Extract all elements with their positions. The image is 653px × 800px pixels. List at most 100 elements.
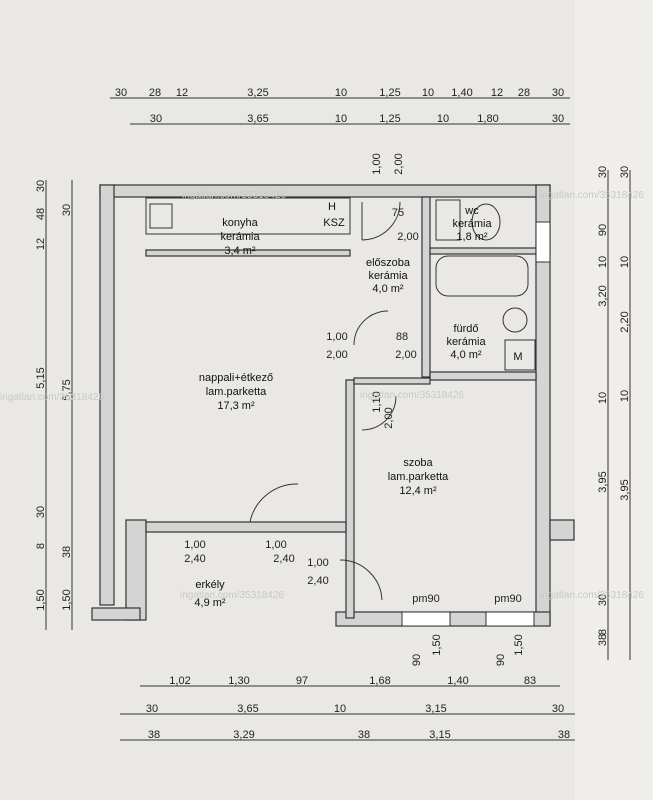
dimension-label: 28 [149, 87, 161, 99]
dimension-label: 10 [619, 390, 631, 402]
door-dim: 1,00 [265, 539, 286, 551]
wall-bath [421, 196, 431, 378]
door-swing-szoba-balcony [339, 559, 383, 601]
door-dim: 1,00 [307, 557, 328, 569]
dimension-label: 1,50 [35, 589, 47, 610]
room-floor-eloszoba: kerámia [368, 270, 408, 282]
dimension-label: 10 [437, 113, 449, 125]
dims-left-col-2: 30 5,75 38 1,50 [61, 204, 73, 611]
dimension-label: 30 [597, 594, 609, 606]
dimension-label: 38 [558, 729, 570, 741]
dimension-lines [45, 97, 631, 741]
door-dim: 88 [396, 331, 408, 343]
sill-dim: 90 [411, 654, 423, 666]
dimension-label: 97 [296, 675, 308, 687]
washing-machine [504, 339, 536, 371]
dimension-label: 10 [335, 87, 347, 99]
dimension-label: 1,80 [477, 113, 498, 125]
dimension-label: 10 [422, 87, 434, 99]
dimension-label: 10 [335, 113, 347, 125]
watermark: ingatlan.com/35318426 [0, 392, 104, 403]
dimension-label: 30 [552, 87, 564, 99]
door-dim: 2,00 [383, 407, 395, 428]
dimension-label: 38 [61, 546, 73, 558]
door-swing-balcony [249, 483, 299, 523]
dimension-label: 1,40 [451, 87, 472, 99]
dimension-label: 30 [61, 204, 73, 216]
wall-balcony-sep [145, 521, 347, 533]
wall-kitchen [145, 249, 351, 257]
dimension-label: 10 [334, 703, 346, 715]
sill-dim: 1,50 [431, 634, 443, 655]
dimension-label: 3,65 [247, 113, 268, 125]
wall-wc-sep [429, 247, 537, 255]
dims-right-col-2: 30 10 2,20 10 3,95 [619, 166, 631, 501]
dimension-label: 1,50 [61, 589, 73, 610]
watermark: ingatlan.com/35318426 [360, 390, 464, 401]
dimension-label: 5,75 [61, 379, 73, 400]
dimension-label: 30 [552, 703, 564, 715]
door-dim: 2,40 [184, 553, 205, 565]
door-dim: 2,00 [395, 349, 416, 361]
wall-left-lower [125, 519, 147, 621]
room-area-furdo: 4,0 m² [450, 349, 482, 361]
window-wc [535, 221, 551, 263]
dimension-label: 8 [597, 629, 609, 635]
dimension-label: 3,29 [233, 729, 254, 741]
dimension-label: 38 [148, 729, 160, 741]
wall-bath-bottom [429, 371, 537, 381]
room-name-erkely: erkély [195, 579, 225, 591]
dimension-label: 38 [358, 729, 370, 741]
room-floor-nappali: lam.parketta [206, 386, 267, 398]
room-name-wc: wc [464, 205, 479, 217]
dimension-label: 2,20 [619, 311, 631, 332]
dimension-label: 38 [597, 634, 609, 646]
dimension-label: 10 [619, 256, 631, 268]
dimension-label: 10 [597, 392, 609, 404]
dimension-label: 1,25 [379, 113, 400, 125]
dimension-label: 30 [146, 703, 158, 715]
room-floor-szoba: lam.parketta [388, 471, 449, 483]
window-szoba-2 [485, 611, 535, 627]
wall-left [99, 184, 115, 606]
wall-partition [345, 379, 355, 619]
dimension-label: 3,95 [619, 479, 631, 500]
dimension-label: 12 [491, 87, 503, 99]
dimension-label: 30 [150, 113, 162, 125]
dimension-label: 1,30 [228, 675, 249, 687]
window-dim: pm90 [412, 593, 440, 605]
watermark: ingatlan.com/35318426 [180, 590, 284, 601]
dimension-label: 1,68 [369, 675, 390, 687]
dimension-label: 30 [35, 180, 47, 192]
bathtub [435, 255, 529, 297]
windows [401, 221, 551, 627]
watermark: ingatlan.com/35318426 [540, 190, 644, 201]
watermark: ingatlan.com/35318426 [540, 590, 644, 601]
watermark: ingatlan.com/35318426 [182, 190, 286, 201]
room-area-eloszoba: 4,0 m² [372, 283, 404, 295]
dimension-label: 12 [35, 238, 47, 250]
door-swings [249, 201, 401, 601]
dimension-label: 30 [619, 166, 631, 178]
dimension-label: 48 [35, 208, 47, 220]
kitchen-label-h: H [328, 201, 336, 213]
dimension-label: 1,25 [379, 87, 400, 99]
door-swing-szoba [361, 395, 397, 431]
door-swing-kitchen [353, 310, 389, 346]
door-dim: 2,00 [326, 349, 347, 361]
wc-toilet [471, 203, 501, 241]
walls [91, 184, 575, 627]
dimension-label: 8 [35, 543, 47, 549]
room-floor-konyha: kerámia [220, 231, 260, 243]
door-dim: 1,00 [184, 539, 205, 551]
door-dim: 1,00 [371, 153, 383, 174]
room-floor-furdo: kerámia [446, 336, 486, 348]
room-name-nappali: nappali+étkező [199, 372, 273, 384]
sill-dim: 90 [495, 654, 507, 666]
